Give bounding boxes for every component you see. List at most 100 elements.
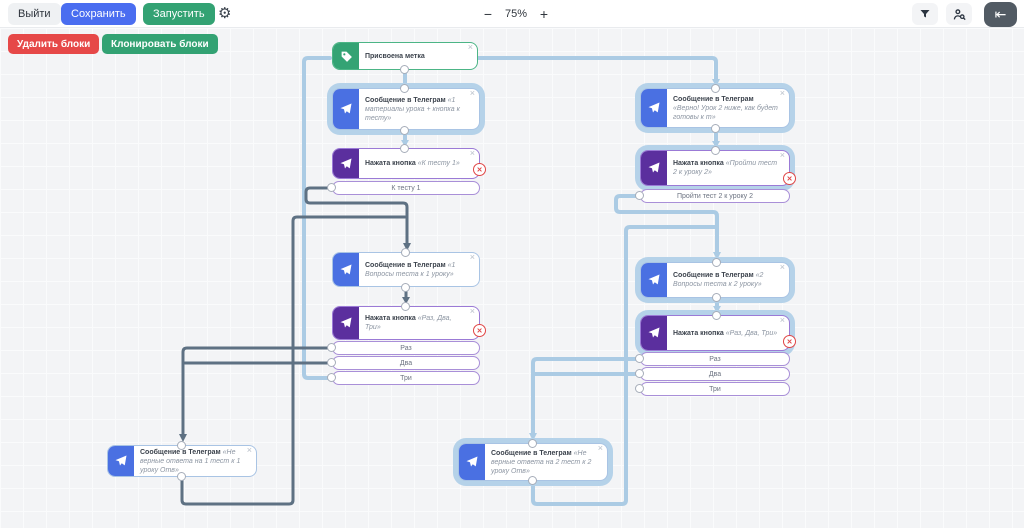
connector-port[interactable] — [327, 373, 336, 382]
connector-port[interactable] — [711, 84, 720, 93]
button-option-row[interactable]: Два — [332, 356, 480, 370]
close-icon[interactable]: × — [467, 42, 473, 52]
filter-button[interactable] — [912, 3, 938, 25]
telegram-icon — [333, 89, 359, 129]
connector-port[interactable] — [400, 65, 409, 74]
toolbar: Выйти Сохранить Запустить ⚙ − 75% + ⇤ — [0, 0, 1024, 28]
node-quote: «2 Вопросы теста к 2 уроку» — [673, 272, 764, 288]
close-icon[interactable]: × — [779, 150, 785, 160]
connector-port[interactable] — [327, 358, 336, 367]
connector-port[interactable] — [401, 302, 410, 311]
connector-port[interactable] — [177, 472, 186, 481]
delete-branch-icon[interactable]: ✕ — [783, 172, 796, 185]
clone-blocks-button[interactable]: Клонировать блоки — [102, 34, 218, 54]
connector-port[interactable] — [635, 354, 644, 363]
telegram-icon — [641, 89, 667, 127]
connector-port[interactable] — [327, 183, 336, 192]
node-title: Сообщение в Телеграм — [673, 95, 754, 103]
close-icon[interactable]: × — [779, 262, 785, 272]
person-search-icon — [953, 8, 966, 20]
collapse-arrow-icon: ⇤ — [994, 6, 1007, 22]
connector-port[interactable] — [401, 283, 410, 292]
close-icon[interactable]: × — [597, 443, 603, 453]
node-title: Сообщение в Телеграм — [365, 96, 446, 104]
telegram-icon — [459, 444, 485, 480]
find-user-button[interactable] — [946, 3, 972, 25]
zoom-out-button[interactable]: − — [483, 6, 493, 22]
close-icon[interactable]: × — [469, 306, 475, 316]
button-option-row[interactable]: Два — [640, 367, 790, 381]
node-title: Сообщение в Телеграм — [491, 449, 572, 457]
node-quote: «К тесту 1» — [417, 160, 460, 167]
node-quote: «1 Вопросы теста к 1 уроку» — [365, 261, 456, 278]
delete-branch-icon[interactable]: ✕ — [473, 324, 486, 337]
flow-canvas[interactable]: Удалить блоки Клонировать блоки — [0, 28, 1024, 528]
close-icon[interactable]: × — [469, 88, 475, 98]
connector-port[interactable] — [712, 258, 721, 267]
collapse-panel-button[interactable]: ⇤ — [984, 2, 1017, 27]
button-option-row[interactable]: Три — [640, 382, 790, 396]
zoom-controls: − 75% + — [478, 3, 554, 25]
telegram-icon — [641, 151, 667, 185]
connector-port[interactable] — [712, 311, 721, 320]
button-option-row[interactable]: Пройти тест 2 к уроку 2 — [640, 189, 790, 203]
connector-port[interactable] — [400, 144, 409, 153]
delete-branch-icon[interactable]: ✕ — [473, 163, 486, 176]
settings-gear-icon[interactable]: ⚙ — [218, 5, 232, 22]
close-icon[interactable]: × — [779, 315, 785, 325]
button-option-row[interactable]: Раз — [332, 341, 480, 355]
close-icon[interactable]: × — [779, 88, 785, 98]
flow-node-button-answers1[interactable]: Нажата кнопка «Раз, Два, Три» × ✕ — [332, 306, 486, 340]
telegram-icon — [641, 263, 667, 297]
close-icon[interactable]: × — [469, 252, 475, 262]
telegram-icon — [333, 253, 359, 286]
node-title: Нажата кнопка — [365, 160, 416, 167]
telegram-icon — [641, 316, 667, 350]
tag-icon — [333, 43, 359, 69]
flow-node-message-lesson1[interactable]: Сообщение в Телеграм «1 материалы урока … — [332, 88, 480, 130]
node-title: Присвоена метка — [365, 52, 425, 60]
connector-port[interactable] — [327, 343, 336, 352]
flow-node-message-correct1[interactable]: Сообщение в Телеграм «Верно! Урок 2 ниже… — [640, 88, 790, 128]
connector-port[interactable] — [400, 126, 409, 135]
connector-port[interactable] — [635, 369, 644, 378]
delete-blocks-button[interactable]: Удалить блоки — [8, 34, 100, 54]
button-option-row[interactable]: К тесту 1 — [332, 181, 480, 195]
connector-port[interactable] — [711, 146, 720, 155]
flow-node-message-quiz1[interactable]: Сообщение в Телеграм «1 Вопросы теста к … — [332, 252, 480, 287]
exit-button[interactable]: Выйти — [8, 3, 61, 25]
connector-port[interactable] — [177, 441, 186, 450]
telegram-icon — [333, 307, 359, 339]
connector-port[interactable] — [712, 293, 721, 302]
button-option-row[interactable]: Три — [332, 371, 480, 385]
run-button[interactable]: Запустить — [143, 3, 215, 25]
telegram-icon — [108, 446, 134, 476]
node-title: Сообщение в Телеграм — [140, 448, 221, 456]
button-option-row[interactable]: Раз — [640, 352, 790, 366]
zoom-in-button[interactable]: + — [539, 6, 549, 22]
save-button[interactable]: Сохранить — [61, 3, 136, 25]
node-quote: «Пройти тест 2 к уроку 2» — [673, 160, 778, 176]
flow-node-button-answers2[interactable]: Нажата кнопка «Раз, Два, Три» × ✕ — [640, 315, 796, 351]
connector-port[interactable] — [400, 84, 409, 93]
connector-port[interactable] — [528, 476, 537, 485]
node-quote: «1 материалы урока + кнопка к тесту» — [365, 96, 460, 122]
delete-branch-icon[interactable]: ✕ — [783, 335, 796, 348]
node-title: Нажата кнопка — [673, 329, 724, 337]
close-icon[interactable]: × — [246, 445, 252, 455]
close-icon[interactable]: × — [469, 148, 475, 158]
flow-node-button-test1[interactable]: Нажата кнопка «К тесту 1» × ✕ — [332, 148, 486, 179]
connector-port[interactable] — [635, 384, 644, 393]
node-quote: «Раз, Два, Три» — [725, 329, 778, 337]
connector-port[interactable] — [711, 124, 720, 133]
node-title: Сообщение в Телеграм — [365, 261, 446, 269]
connector-port[interactable] — [635, 191, 644, 200]
connector-port[interactable] — [401, 248, 410, 257]
telegram-icon — [333, 149, 359, 178]
node-title: Сообщение в Телеграм — [673, 272, 754, 279]
node-title: Нажата кнопка — [673, 160, 724, 167]
node-title: Нажата кнопка — [365, 315, 416, 322]
connector-port[interactable] — [528, 439, 537, 448]
flow-node-button-test2[interactable]: Нажата кнопка «Пройти тест 2 к уроку 2» … — [640, 150, 796, 186]
